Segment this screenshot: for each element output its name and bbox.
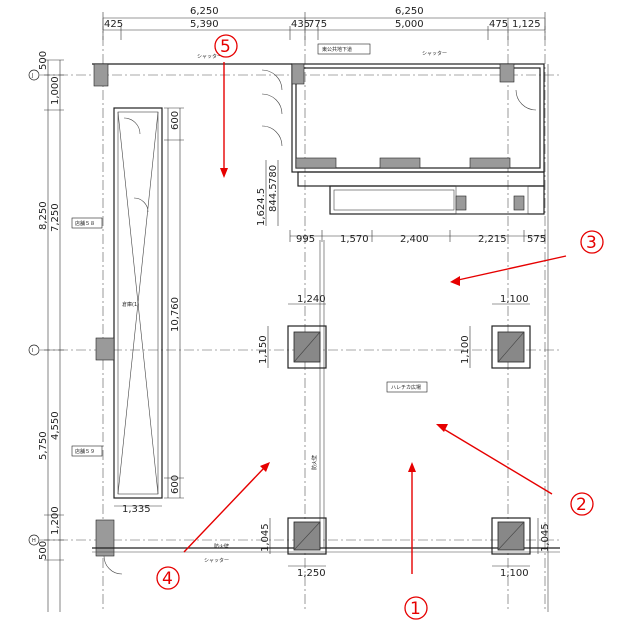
- grid-label-i: I: [32, 348, 33, 354]
- view-markers: 1 2 3 4 5: [156, 34, 604, 620]
- corridor-label: 東公共地下道: [322, 46, 352, 53]
- dim-top-6: 475: [489, 19, 508, 30]
- column-mid-right: [491, 325, 531, 369]
- dim-mid-1: 1,624.5: [256, 188, 267, 226]
- dim-col-bottom-right: 1,100: [500, 568, 529, 579]
- dim-left-4: 5,750: [38, 431, 49, 460]
- dim-shelf-top: 600: [170, 111, 181, 130]
- dim-col-top-left: 1,240: [297, 294, 326, 305]
- wall-label-left: 防火壁: [311, 455, 318, 470]
- dim-col-side-right: 1,100: [460, 335, 471, 364]
- dim-left-inner-1: 7,250: [50, 203, 61, 232]
- dim-mid-3: 780: [268, 165, 279, 184]
- marker-3: 3: [586, 233, 597, 253]
- store-59-label: 店舗５９: [75, 448, 95, 455]
- column-bottom-left: [287, 517, 327, 555]
- marker-2: 2: [576, 495, 587, 515]
- dim-mid-2: 844.5: [268, 183, 279, 212]
- dim-col-side-bottom-left: 1,045: [260, 523, 271, 552]
- dim-top-3: 435: [291, 19, 310, 30]
- shutter-label-left: シャッター: [197, 53, 222, 60]
- dim-shelf-width: 1,335: [122, 504, 151, 515]
- dim-left-6: 500: [38, 541, 49, 560]
- arrow-2: [441, 427, 553, 495]
- upper-room: 東公共地下道 シャッター シャッター: [197, 43, 545, 173]
- dim-top-overall-1: 6,250: [190, 6, 219, 17]
- store-58-label: 店舗５８: [75, 220, 95, 227]
- arrow-3: [457, 255, 567, 281]
- dim-row-3: 2,400: [400, 234, 429, 245]
- view-arrows: [183, 62, 567, 574]
- marker-1: 1: [410, 599, 421, 619]
- shelf-dimensions: 600 10,760 600 1,335: [114, 107, 184, 515]
- shutter-label-right: シャッター: [422, 50, 447, 57]
- grid-label-h: H: [32, 538, 36, 544]
- doors: [103, 69, 537, 575]
- marker-5: 5: [220, 37, 231, 57]
- row-dimensions: 995 1,570 2,400 2,215 575: [289, 230, 546, 245]
- dim-left-inner-2: 4,550: [50, 411, 61, 440]
- grid-labels: J I H: [28, 69, 40, 546]
- dim-left-1: 500: [38, 51, 49, 70]
- counter-block: [297, 171, 545, 215]
- storage-label: 倉庫(1): [122, 301, 139, 308]
- dim-left-3: 8,250: [38, 201, 49, 230]
- column-mid-left: [287, 325, 327, 369]
- column-bottom-right: [491, 517, 531, 555]
- dim-shelf-length: 10,760: [170, 297, 181, 332]
- dim-top-7: 1,125: [512, 19, 541, 30]
- dim-left-5: 1,200: [50, 506, 61, 535]
- dim-row-1: 995: [296, 234, 315, 245]
- grid-label-j: J: [31, 73, 33, 79]
- dim-top-overall-2: 6,250: [395, 6, 424, 17]
- wall-label-bottom: 防火壁: [214, 543, 229, 550]
- dim-row-5: 575: [527, 234, 546, 245]
- arrow-4: [183, 467, 265, 553]
- mid-dimensions: 1,624.5 844.5 780: [256, 160, 279, 226]
- dim-col-side-bottom-right: 1,045: [540, 523, 551, 552]
- dim-col-bottom-left: 1,250: [297, 568, 326, 579]
- dim-col-top-right: 1,100: [500, 294, 529, 305]
- top-dimensions: 6,250 6,250 425 5,390 435 775 5,000 475 …: [102, 6, 546, 40]
- dim-top-2: 5,390: [190, 19, 219, 30]
- dim-top-1: 425: [104, 19, 123, 30]
- dim-row-4: 2,215: [478, 234, 507, 245]
- column-dimensions: 1,240 1,100 1,150 1,100 1,250 1,100 1,04…: [258, 294, 551, 579]
- marker-4: 4: [162, 569, 173, 589]
- plaza-label: ハレチカ広場: [391, 384, 421, 391]
- dim-top-4: 775: [308, 19, 327, 30]
- storage-shelf: 倉庫(1) 店舗５８ 店舗５９: [71, 63, 292, 557]
- dim-left-2: 1,000: [50, 76, 61, 105]
- dim-col-side-left: 1,150: [258, 335, 269, 364]
- dim-top-5: 5,000: [395, 19, 424, 30]
- shutter-label-bottom: シャッター: [204, 557, 229, 564]
- columns: [287, 325, 531, 555]
- left-dimensions: 500 1,000 8,250 7,250 5,750 4,550 1,200 …: [38, 51, 64, 612]
- dim-shelf-bottom: 600: [170, 475, 181, 494]
- dim-row-2: 1,570: [340, 234, 369, 245]
